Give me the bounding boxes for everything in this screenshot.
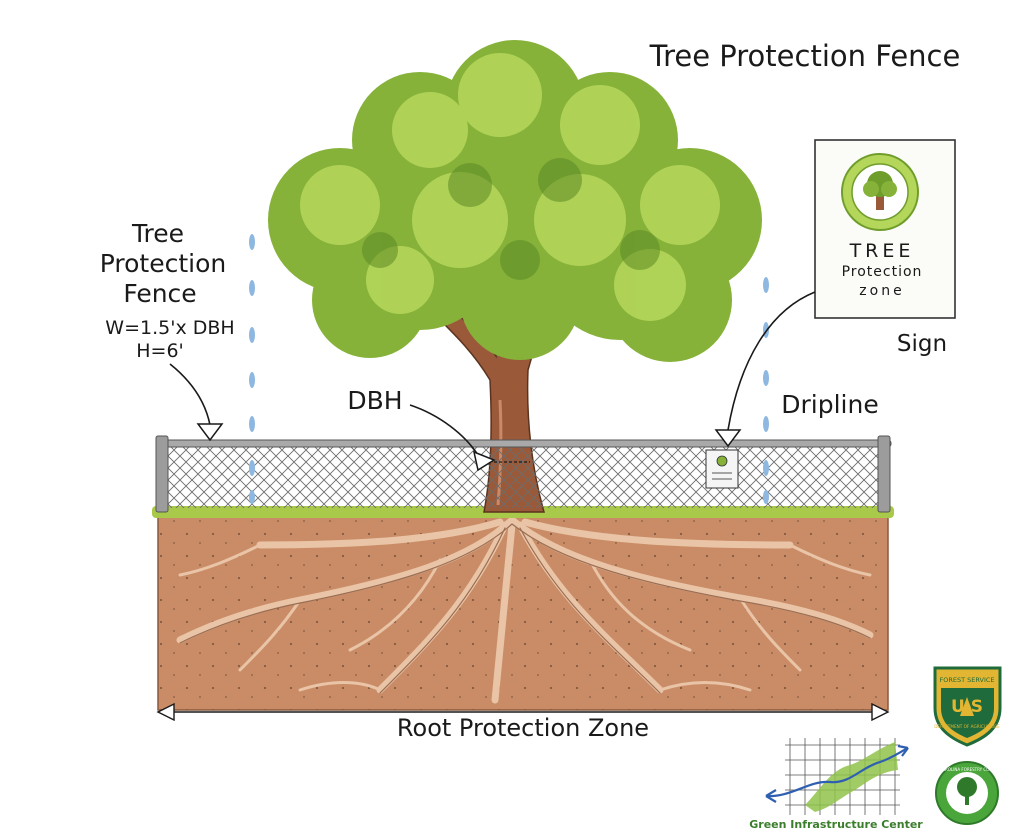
sign-line-zone: zone [859, 283, 904, 299]
fence-label-line2: Protection [100, 249, 226, 278]
sign-pointer-arrow [714, 291, 816, 448]
fence-sign [705, 449, 739, 489]
sign-panel: TREE Protection zone [814, 139, 956, 319]
sign-label: Sign [897, 331, 947, 357]
forest-service-bottom-text: DEPARTMENT OF AGRICULTURE [934, 724, 1000, 729]
root-zone-dimension [156, 702, 890, 722]
green-infrastructure-logo: Green Infrastructure Center [749, 738, 923, 831]
tree-canopy [268, 40, 762, 362]
fence-label-line3: Fence [123, 279, 196, 308]
fence-width-spec: W=1.5'x DBH [105, 317, 234, 339]
sc-forestry-text: SOUTH CAROLINA FORESTRY COMMISSION [924, 767, 1010, 772]
fence-pointer-arrow [169, 363, 224, 442]
dripline-drops-left [249, 234, 255, 504]
dbh-pointer-arrow [409, 404, 530, 472]
dripline-label: Dripline [781, 390, 878, 419]
tree-protection-fence [155, 435, 892, 513]
fence-post-right [877, 435, 891, 513]
tree-roots [176, 516, 874, 704]
forest-service-top-text: FOREST SERVICE [939, 676, 994, 684]
sign-tree-icon [863, 171, 897, 210]
fence-height-spec: H=6' [136, 340, 184, 362]
diagram-title: Tree Protection Fence [649, 39, 961, 73]
dbh-label: DBH [347, 386, 402, 415]
fence-post-left [155, 435, 169, 513]
dripline-drops-right [763, 277, 769, 504]
fence-label-line1: Tree [131, 219, 184, 248]
sc-forestry-logo: SOUTH CAROLINA FORESTRY COMMISSION [924, 761, 1010, 825]
root-zone-label: Root Protection Zone [397, 714, 649, 742]
gic-name: Green Infrastructure Center [749, 818, 923, 831]
forest-service-logo: FOREST SERVICE U S DEPARTMENT OF AGRICUL… [933, 666, 1002, 747]
sign-line-tree: TREE [849, 240, 915, 262]
sign-line-protection: Protection [842, 264, 923, 280]
